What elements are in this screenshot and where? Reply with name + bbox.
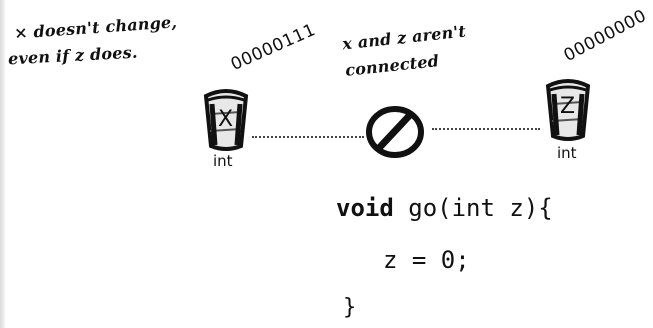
code-line-assignment: z = 0;	[383, 246, 470, 274]
z-bit-pattern: 00000000	[561, 6, 650, 66]
annotation-x-unchanged-line1: × doesn't change,	[14, 12, 178, 42]
code-line-closing-brace: }	[343, 295, 356, 320]
code-signature-rest: go(int z){	[394, 194, 553, 222]
no-symbol-icon	[364, 104, 426, 160]
annotation-x-unchanged-line2: even if z does.	[8, 43, 138, 69]
x-bit-pattern: 00000111	[228, 20, 319, 75]
code-line-function-signature: void go(int z){	[336, 194, 553, 222]
dotted-connector-left	[252, 136, 364, 138]
z-variable-label: Z	[560, 94, 575, 119]
x-variable-label: X	[218, 107, 233, 132]
x-type-label: int	[213, 152, 233, 170]
annotation-not-connected-line2: connected	[344, 51, 440, 80]
code-keyword-void: void	[336, 194, 394, 222]
z-type-label: int	[557, 144, 577, 162]
page-edge-shadow	[0, 0, 5, 328]
annotation-not-connected-line1: x and z aren't	[341, 22, 467, 54]
dotted-connector-right	[432, 128, 540, 130]
